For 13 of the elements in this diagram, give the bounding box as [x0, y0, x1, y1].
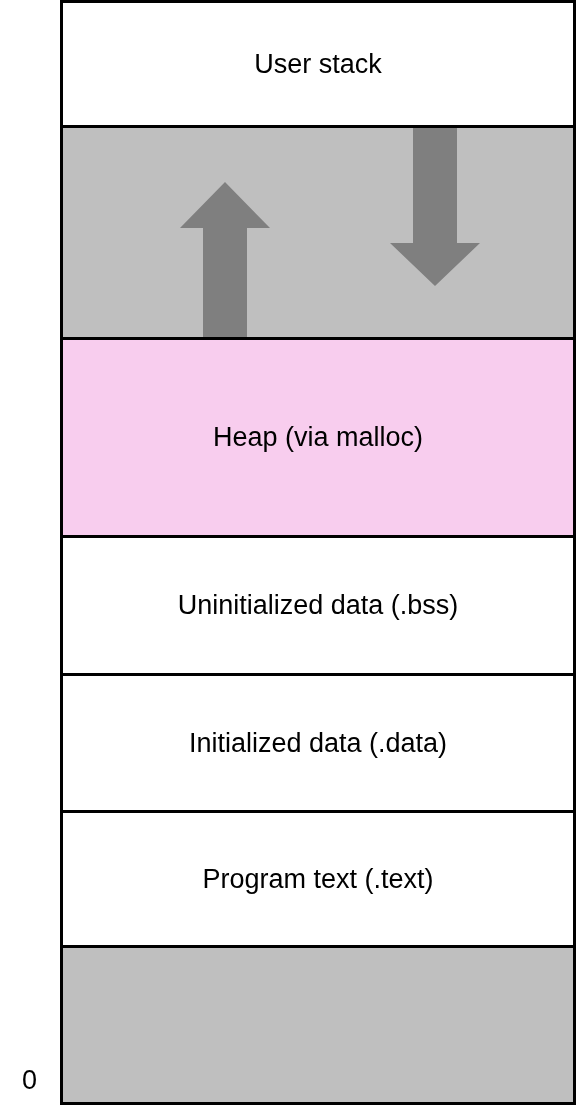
memory-segment — [60, 673, 576, 813]
memory-segment — [60, 810, 576, 948]
memory-segment — [60, 945, 576, 1105]
memory-segment — [60, 0, 576, 128]
memory-segment — [60, 535, 576, 676]
memory-segment — [60, 125, 576, 340]
address-label: 0 — [22, 1065, 38, 1096]
segment-label: User stack — [254, 48, 382, 80]
segment-label: Program text (.text) — [202, 863, 434, 895]
segment-label: Initialized data (.data) — [188, 727, 448, 759]
segment-label: Heap (via malloc) — [212, 422, 424, 453]
segment-label: Uninitialized data (.bss) — [177, 590, 459, 621]
memory-segment — [60, 337, 576, 538]
